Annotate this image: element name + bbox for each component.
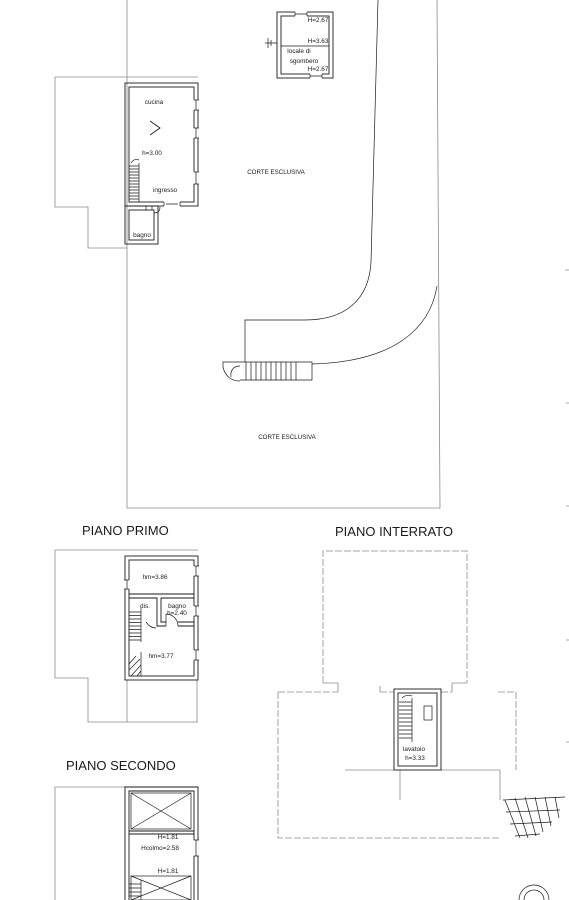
ground-bathroom-label: bagno [133, 232, 151, 239]
basement-upper-outline [322, 550, 468, 683]
partial-circle-mark [518, 884, 550, 900]
edge-tick-marks [565, 269, 569, 743]
second-floor-lot-outline [54, 786, 198, 900]
ground-floor-outer-wall [124, 82, 199, 207]
ground-height-label: h=3.00 [142, 150, 162, 157]
storage-window-top [294, 12, 308, 16]
first-bathroom-door-gap [166, 621, 178, 627]
first-window-3 [194, 649, 199, 661]
first-upper-room-height: hm=3.86 [142, 574, 167, 581]
storage-height-top: H=2.67 [308, 17, 329, 24]
stairwell-void-upper [130, 792, 192, 830]
basement-outline-joints [323, 682, 467, 692]
second-floor-plan: PIANO SECONDO H=1.81 Hcolmo=2.58 H=1.81 [54, 758, 199, 900]
first-bathroom-door [165, 613, 179, 627]
bathroom-inner-wall [128, 209, 155, 241]
external-stair-landing-arc [230, 365, 241, 378]
laundry-label: lavatoio [403, 746, 425, 753]
first-floor-title: PIANO PRIMO [82, 523, 169, 538]
second-window [194, 839, 199, 857]
kitchen-partition [149, 120, 161, 136]
courtyard-label-lower: CORTE ESCLUSIVA [258, 434, 316, 441]
storage-height-ridge: H=3.63 [308, 38, 329, 45]
second-floor-partition [129, 830, 194, 835]
ground-floor-inner-wall [128, 86, 195, 203]
bathroom-door [145, 206, 161, 214]
ground-window-3 [194, 171, 199, 185]
external-stair [222, 361, 313, 382]
first-floor-lot-outline [54, 549, 198, 723]
storage-window-bottom [309, 74, 323, 78]
basement-plan: PIANO INTERRATO lavatoio h=3.33 [277, 524, 566, 900]
external-stair-landing [222, 361, 241, 382]
ground-window-1 [194, 99, 199, 111]
entrance-label: ingresso [153, 187, 178, 194]
second-floor-stair [129, 880, 142, 900]
kitchen-label: cucina [145, 99, 164, 106]
first-bathroom-height: h=2.40 [167, 610, 187, 617]
laundry-fixture [423, 705, 433, 721]
storage-building: H=2.67 H=3.63 locale di sgombero H=2.67 [265, 11, 334, 79]
ground-floor-house: cucina h=3.00 ingresso bagno [54, 76, 199, 249]
first-window-left [124, 579, 129, 590]
driveway-inner-edge [244, 0, 379, 362]
entrance-door [163, 202, 181, 206]
first-floor-stair-lower [128, 652, 142, 677]
basement-inner-lines [345, 769, 501, 800]
ground-floor-lot-outline [54, 76, 198, 249]
second-height-upper: H=1.81 [158, 834, 179, 841]
laundry-outer-wall [393, 688, 442, 771]
second-height-lower: H=1.81 [158, 868, 179, 875]
first-floor-stair-upper [129, 608, 157, 642]
first-floor-outer-wall [124, 555, 199, 681]
site-plan: CORTE ESCLUSIVA CORTE ESCLUSIVA [126, 0, 569, 743]
first-lower-room-height: hm=3.77 [148, 653, 173, 660]
ground-window-2 [194, 127, 199, 139]
basement-title: PIANO INTERRATO [335, 524, 453, 539]
storage-height-bottom: H=2.67 [308, 66, 329, 73]
ground-floor-stair [129, 159, 140, 202]
storage-side-mark [265, 38, 277, 48]
bathroom-outer-wall [124, 205, 159, 245]
storage-name-line1: locale di [287, 48, 310, 55]
laundry-height: h=3.33 [405, 755, 425, 762]
laundry-stair [399, 694, 413, 742]
first-floor-inner-wall [128, 559, 195, 677]
first-bathroom-label: bagno [168, 603, 186, 610]
stairwell-void-upper-cross [130, 792, 192, 830]
first-floor-partition [129, 593, 194, 627]
second-floor-title: PIANO SECONDO [66, 758, 176, 773]
second-floor-outer-wall [124, 786, 199, 900]
first-window-2 [194, 605, 199, 617]
first-window-1 [194, 565, 199, 577]
plot-boundary [126, 0, 441, 509]
courtyard-label-upper: CORTE ESCLUSIVA [247, 169, 305, 176]
storage-name-line2: sgombero [290, 58, 319, 65]
basement-lower-outline [277, 691, 517, 839]
driveway-outer-edge [311, 285, 438, 365]
laundry-inner-wall [397, 692, 438, 767]
second-ridge-height: Hcolmo=2.58 [141, 845, 179, 852]
basement-ramp-stair [502, 796, 566, 839]
external-stair-treads [245, 362, 297, 380]
first-floor-plan: PIANO PRIMO hm=3.86 dis. bagno h=2.40 hm… [54, 523, 199, 723]
first-landing-label: dis. [140, 603, 150, 610]
